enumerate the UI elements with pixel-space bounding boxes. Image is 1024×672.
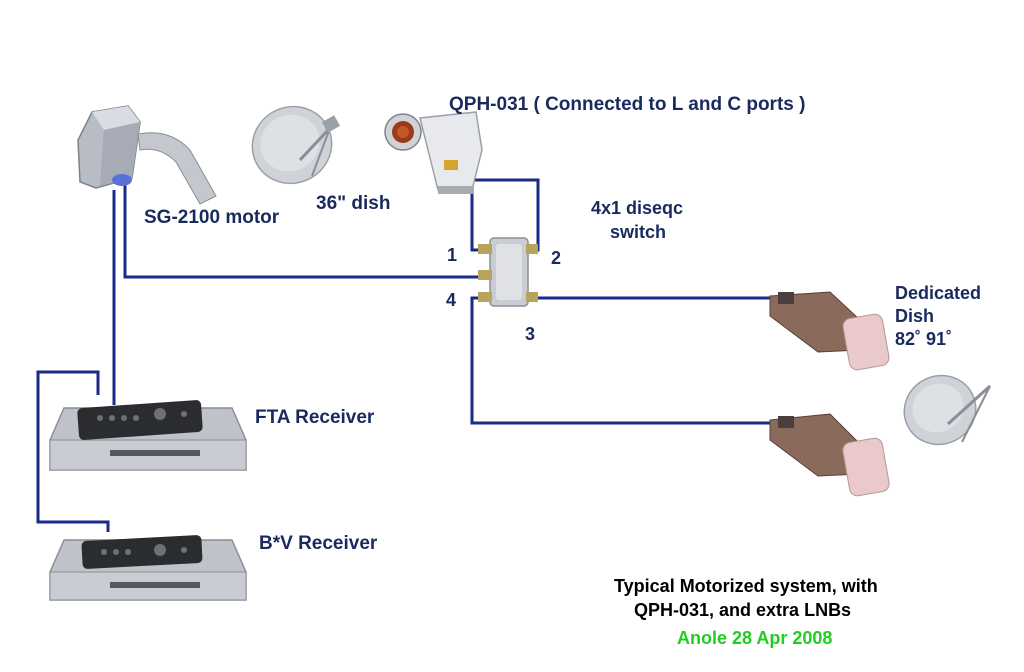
dedicated-label-line1: Dedicated: [895, 283, 982, 303]
switch-label-line2: switch: [610, 222, 667, 242]
switch-label-line1: 4x1 diseqc: [591, 198, 684, 218]
cable-fta-to-bv: [36, 370, 110, 532]
dish-36-icon: [251, 105, 341, 185]
cables: [36, 178, 782, 532]
qph-label: QPH-031 ( Connected to L and C ports ): [449, 94, 806, 115]
motor-icon: [77, 105, 217, 205]
fta-receiver-icon: [49, 400, 247, 471]
dedicated-lnb-1-icon: [769, 291, 890, 371]
diseqc-switch-icon: [478, 237, 538, 307]
dedicated-lnb-2-icon: [769, 413, 890, 497]
port-4-label: 4: [446, 290, 457, 310]
qph-lnb-icon: [384, 111, 483, 194]
cable-motor-to-switch: [123, 185, 478, 279]
motor-label: SG-2100 motor: [144, 207, 280, 228]
fta-receiver-label: FTA Receiver: [255, 407, 375, 428]
bv-receiver-icon: [49, 535, 247, 601]
port-1-label: 1: [447, 245, 458, 265]
caption-credit: Anole 28 Apr 2008: [677, 628, 833, 648]
cable-qph-to-port1: [470, 192, 488, 252]
port-2-label: 2: [551, 248, 562, 268]
port-3-label: 3: [525, 324, 536, 344]
caption-line1: Typical Motorized system, with: [614, 576, 878, 596]
caption-line2: QPH-031, and extra LNBs: [634, 600, 852, 620]
dedicated-dish-icon: [903, 374, 992, 446]
dedicated-label-line2: Dish: [895, 306, 935, 326]
cable-port4-to-lnb2: [470, 296, 782, 425]
bv-receiver-label: B*V Receiver: [259, 533, 378, 554]
dish-36-label: 36" dish: [316, 193, 391, 214]
dedicated-label-line3: 82˚ 91˚: [895, 329, 953, 349]
